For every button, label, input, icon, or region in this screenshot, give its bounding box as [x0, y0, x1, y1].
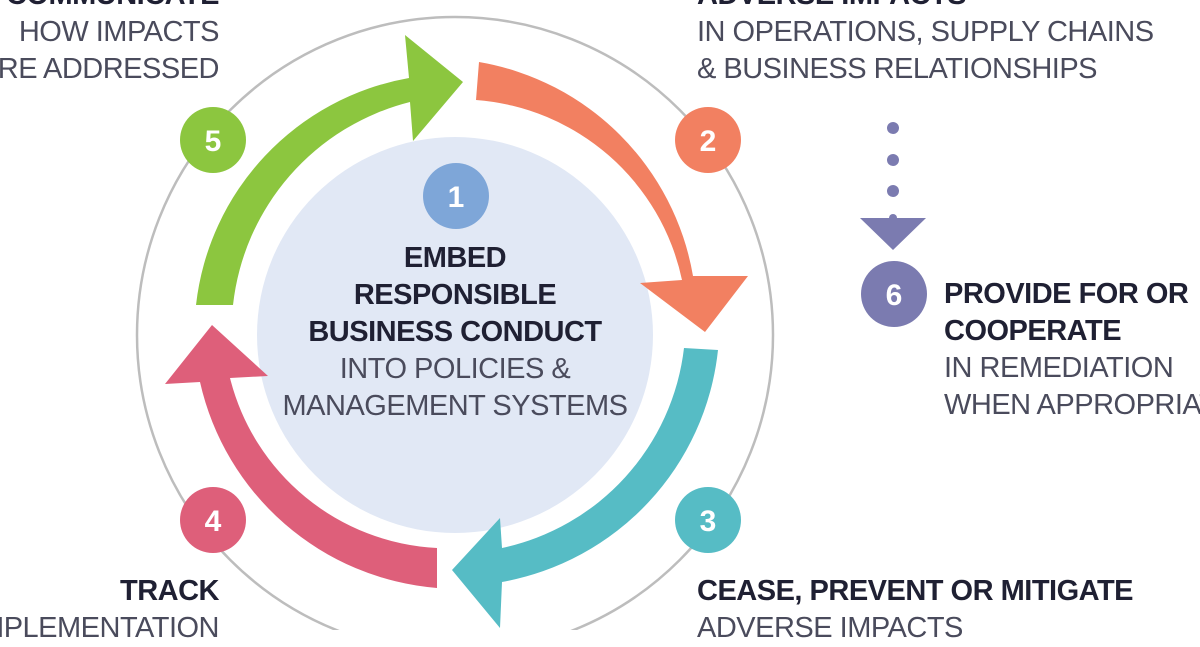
arrow-identify — [476, 62, 748, 332]
step-2-subtitle-line: IN OPERATIONS, SUPPLY CHAINS — [697, 16, 1154, 48]
step-1-badge: 1 — [423, 163, 489, 229]
arrow-track — [165, 325, 437, 588]
step-6-subtitle-line: WHEN APPROPRIATE — [944, 389, 1200, 421]
step-4-title: TRACK — [120, 575, 219, 607]
step-2-badge: 2 — [675, 107, 741, 173]
step-2-number: 2 — [700, 125, 717, 158]
step-5-badge: 5 — [180, 107, 246, 173]
step-4-badge: 4 — [180, 487, 246, 553]
step-6-subtitle-line: IN REMEDIATION — [944, 352, 1174, 384]
step-6-title-line: COOPERATE — [944, 315, 1122, 347]
step-2-subtitle-line: & BUSINESS RELATIONSHIPS — [697, 53, 1098, 85]
due-diligence-cycle-diagram: 1 2 3 4 5 6 — [135, 15, 927, 630]
step-6-badge: 6 — [861, 261, 927, 327]
step-3-badge: 3 — [675, 487, 741, 553]
step-6-number: 6 — [886, 279, 903, 312]
step-1-title-line: RESPONSIBLE — [353, 279, 557, 311]
step-1-subtitle-line: INTO POLICIES & — [339, 353, 571, 385]
step-3-title: CEASE, PREVENT OR MITIGATE — [697, 575, 1134, 607]
step-5-subtitle-line: ARE ADDRESSED — [0, 53, 220, 85]
step-4-subtitle: IMPLEMENTATION — [0, 612, 219, 644]
step-4-number: 4 — [205, 505, 222, 538]
step-6-label: PROVIDE FOR OR COOPERATE IN REMEDIATION … — [944, 276, 1200, 424]
step-3-label: CEASE, PREVENT OR MITIGATE ADVERSE IMPAC… — [697, 573, 1134, 647]
step-2-label: ADVERSE IMPACTS IN OPERATIONS, SUPPLY CH… — [697, 0, 1154, 88]
outer-ring — [135, 15, 775, 630]
connector-dots — [887, 122, 899, 222]
down-arrow-icon — [860, 218, 926, 250]
step-1-number: 1 — [448, 181, 465, 214]
step-3-subtitle: ADVERSE IMPACTS — [697, 612, 963, 644]
step-1-title-line: BUSINESS CONDUCT — [308, 316, 602, 348]
step-1-subtitle-line: MANAGEMENT SYSTEMS — [282, 390, 628, 422]
step-5-subtitle-line: HOW IMPACTS — [18, 16, 220, 48]
step-3-number: 3 — [700, 505, 717, 538]
arrow-cease-prevent — [452, 348, 718, 628]
step-5-label: COMMUNICATE HOW IMPACTS ARE ADDRESSED — [0, 0, 220, 88]
step-5-number: 5 — [205, 125, 222, 158]
center-disc — [257, 137, 653, 533]
step-5-title: COMMUNICATE — [0, 0, 220, 14]
arrow-communicate — [196, 35, 463, 305]
step-1-label: EMBED RESPONSIBLE BUSINESS CONDUCT INTO … — [255, 240, 655, 425]
step-4-label: TRACK IMPLEMENTATION — [0, 573, 219, 647]
step-2-title: ADVERSE IMPACTS — [697, 0, 1154, 14]
step-6-title-line: PROVIDE FOR OR — [944, 278, 1189, 310]
step-1-title-line: EMBED — [403, 242, 507, 274]
